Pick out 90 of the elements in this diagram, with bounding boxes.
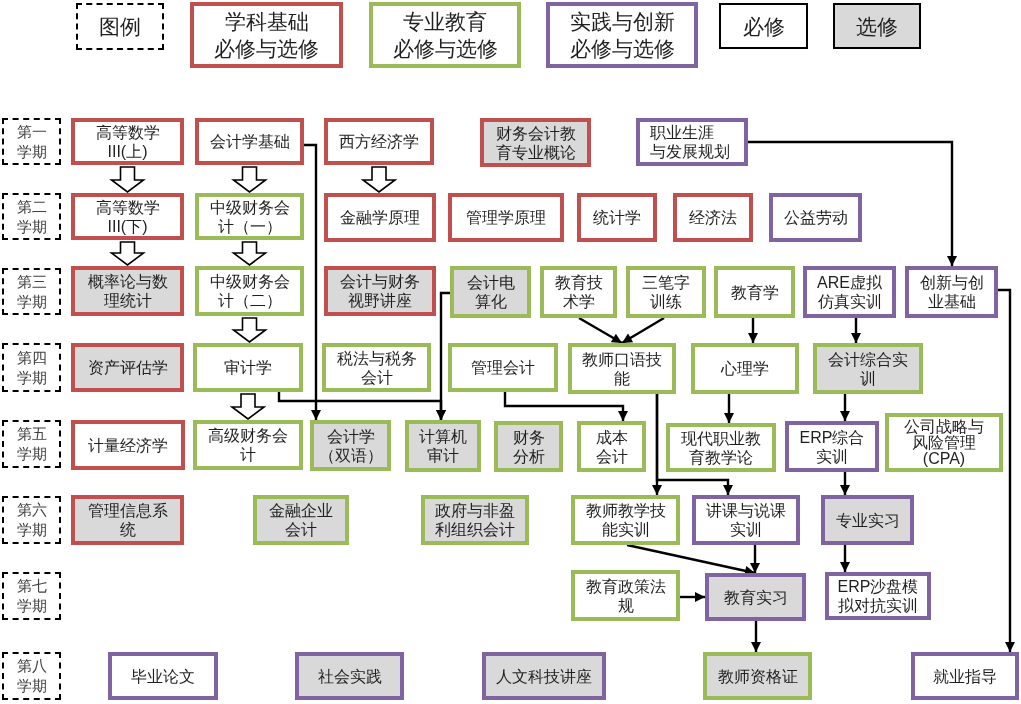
arrow: [748, 140, 957, 266]
arrow: [998, 288, 1015, 652]
course-box: 公益劳动: [769, 193, 862, 242]
block-arrow: [231, 166, 268, 193]
course-box: 经济法: [673, 193, 753, 242]
legend-key: 学科基础必修与选修: [190, 2, 343, 68]
course-box: 金融学原理: [324, 193, 436, 242]
semester-box: 第三学期: [2, 268, 61, 315]
course-box: 计算机审计: [405, 420, 481, 472]
course-box: 中级财务会计（二）: [195, 266, 304, 316]
course-box: 管理会计: [448, 343, 558, 392]
course-box: 讲课与说课实训: [692, 495, 800, 545]
legend-key: 专业教育必修与选修: [369, 2, 521, 68]
course-box: 审计学: [193, 343, 303, 392]
course-box: 教育政策法规: [571, 570, 680, 621]
course-box: 公司战略与风险管理(CPA): [885, 413, 1003, 472]
course-box: 西方经济学: [324, 118, 434, 165]
course-box: 管理信息系统: [71, 495, 184, 545]
course-box: 管理学原理: [448, 193, 564, 242]
arrow: [578, 316, 623, 345]
course-box: 统计学: [577, 193, 657, 242]
arrow: [851, 318, 861, 343]
course-box: ERP综合实训: [785, 421, 879, 472]
legend-key: 选修: [833, 3, 921, 49]
course-box: 专业实习: [821, 495, 914, 545]
course-box: 成本会计: [577, 421, 646, 472]
block-arrow: [109, 241, 146, 266]
arrow: [503, 392, 628, 421]
course-box: 社会实践: [295, 652, 404, 700]
course-box: 资产评估学: [71, 343, 184, 392]
course-box: 高等数学III(下): [71, 193, 184, 240]
course-box: 会计综合实训: [813, 343, 923, 394]
block-arrow: [229, 393, 267, 420]
course-box: 中级财务会计（一）: [195, 193, 304, 240]
semester-box: 第一学期: [2, 118, 61, 165]
block-arrow: [231, 241, 268, 266]
course-box: 金融企业会计: [253, 495, 349, 545]
course-box: 毕业论文: [108, 652, 218, 700]
course-box: 税法与税务会计: [322, 343, 431, 392]
course-box: 会计学（双语）: [310, 420, 391, 471]
course-box: 概率论与数理统计: [71, 266, 184, 316]
course-box: 教师资格证: [703, 652, 812, 700]
arrow: [655, 394, 733, 495]
course-box: 高等数学III(上): [71, 118, 184, 165]
arrow: [750, 545, 760, 573]
course-box: 高级财务会计: [193, 420, 303, 470]
legend-key: 实践与创新必修与选修: [546, 2, 698, 68]
course-box: 教育实习: [705, 573, 806, 621]
semester-box: 第二学期: [2, 193, 61, 240]
course-box: 财务分析: [494, 421, 563, 472]
course-box: 人文科技讲座: [482, 652, 606, 700]
course-box: 会计电算化: [450, 266, 531, 318]
arrow: [724, 394, 734, 423]
arrow: [304, 143, 321, 420]
arrow: [621, 316, 665, 345]
semester-box: 第四学期: [2, 343, 61, 392]
arrow: [751, 621, 761, 652]
semester-box: 第八学期: [2, 652, 61, 700]
course-box: 教育技术学: [540, 266, 617, 318]
course-box: ARE虚拟仿真实训: [803, 266, 896, 318]
semester-box: 第六学期: [2, 496, 61, 544]
arrow: [748, 318, 758, 343]
course-box: 政府与非盈利组织会计: [421, 495, 529, 545]
arrow: [840, 472, 850, 495]
arrow: [680, 592, 705, 602]
semester-box: 第五学期: [2, 420, 61, 468]
block-arrow: [109, 166, 146, 193]
course-box: 创新与创业基础: [905, 266, 998, 318]
course-box: 教师口语技能: [568, 343, 676, 394]
course-box: 心理学: [691, 343, 799, 394]
arrow: [840, 545, 850, 572]
arrow: [626, 543, 756, 576]
legend-key: 必修: [719, 3, 808, 49]
arrow: [277, 392, 446, 420]
arrow: [840, 394, 850, 421]
block-arrow: [231, 317, 268, 343]
block-arrow: [360, 166, 398, 193]
course-box: 计量经济学: [71, 420, 185, 470]
course-box: ERP沙盘模拟对抗实训: [825, 572, 931, 620]
course-box: 职业生涯与发展规划: [636, 118, 748, 166]
course-box: 教师教学技能实训: [571, 495, 680, 545]
course-box: 就业指导: [911, 652, 1019, 700]
semester-box: 第七学期: [2, 572, 61, 620]
course-box: 三笔字训练: [626, 266, 706, 318]
course-box: 财务会计教育专业概论: [480, 118, 591, 167]
course-box: 会计与财务视野讲座: [324, 266, 436, 316]
legend-title: 图例: [76, 3, 164, 50]
course-box: 现代职业教育教学论: [666, 423, 776, 472]
course-box: 会计学基础: [195, 118, 304, 165]
course-box: 教育学: [714, 266, 795, 318]
